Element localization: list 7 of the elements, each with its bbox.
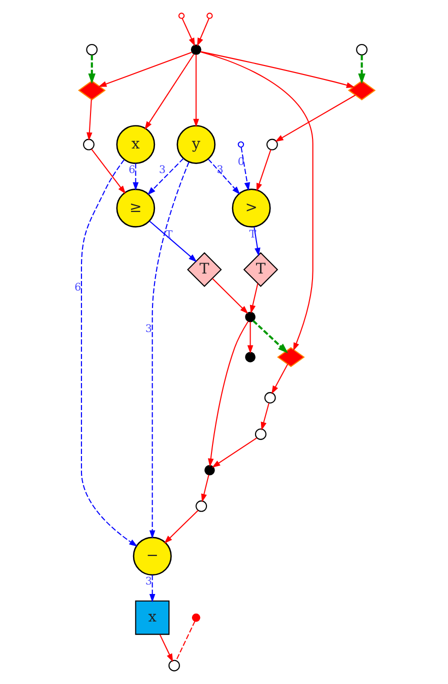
- edge-label: T: [165, 229, 172, 242]
- edge-label: 6: [74, 282, 81, 294]
- edge-label: 0: [237, 156, 244, 168]
- edge-label: 3: [158, 164, 166, 176]
- edge-label: 3: [144, 323, 152, 336]
- edge-label: 3: [144, 575, 152, 588]
- edge-label: 6: [128, 164, 135, 176]
